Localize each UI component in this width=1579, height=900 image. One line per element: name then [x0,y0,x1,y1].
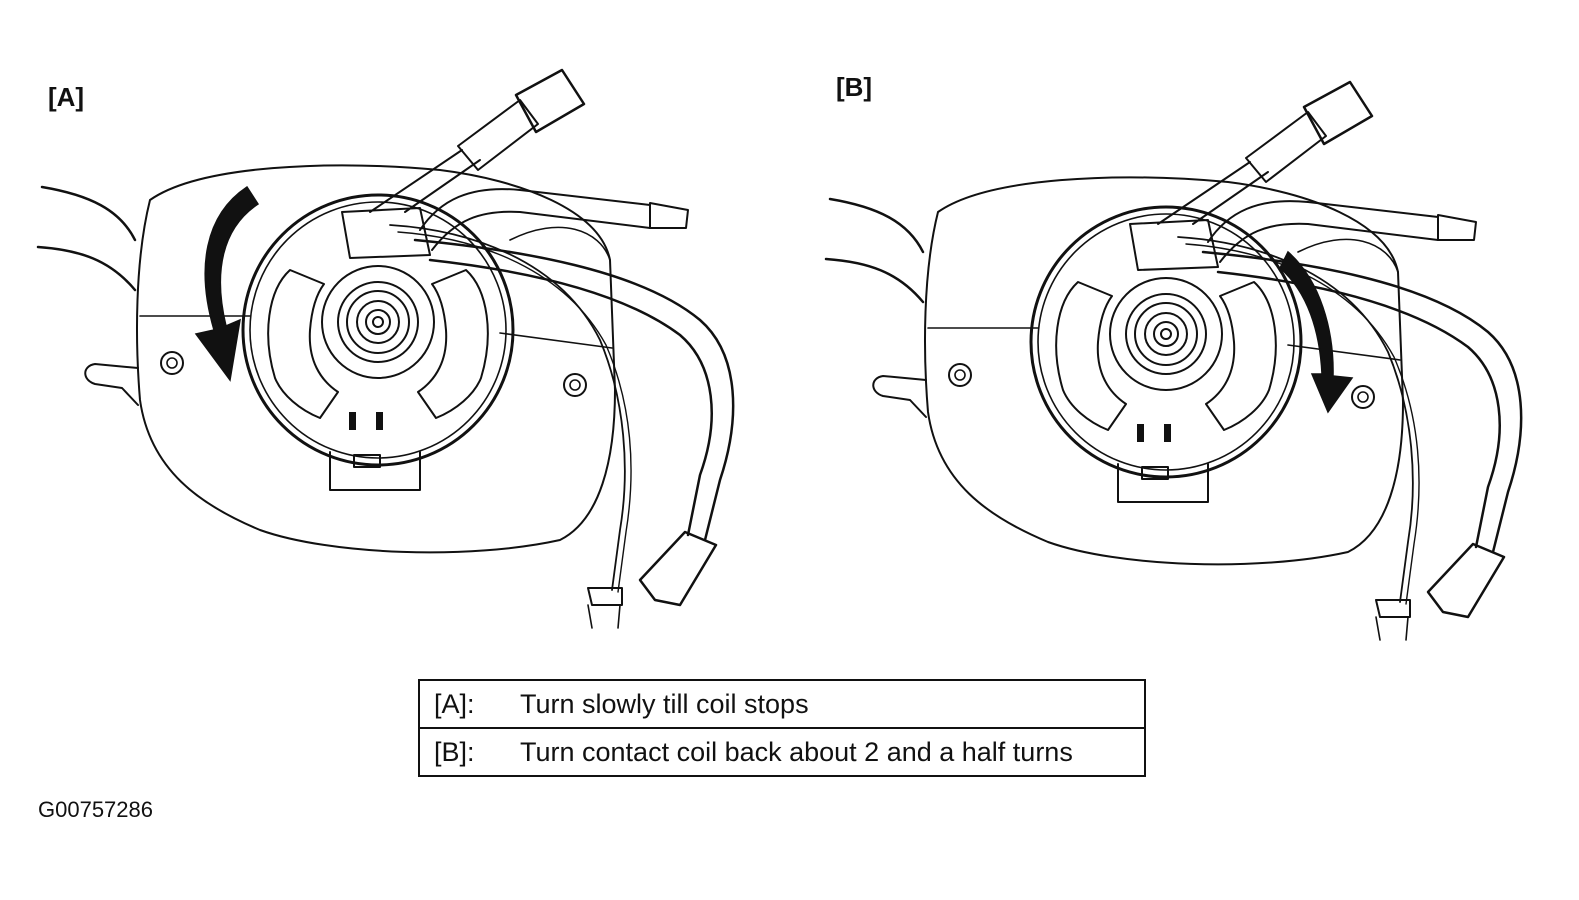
panel-a-illustration [36,68,735,630]
legend-key: [B]: [434,736,475,767]
legend-key: [A]: [434,688,475,719]
legend-row-b: [B]: Turn contact coil back about 2 and … [420,727,1144,775]
panel-b-label: [B] [836,72,873,102]
legend-text: Turn contact coil back about 2 and a hal… [520,736,1073,767]
legend-text: Turn slowly till coil stops [520,688,809,719]
legend-table: [A]: Turn slowly till coil stops [B]: Tu… [418,679,1146,777]
panel-b-illustration [824,80,1523,642]
figure-id: G00757286 [38,797,153,822]
legend-row-a: [A]: Turn slowly till coil stops [420,681,1144,727]
clock-spring-illustration [36,68,1523,642]
panel-a-label: [A] [48,82,85,112]
counterclockwise-arrow-icon [195,186,259,381]
